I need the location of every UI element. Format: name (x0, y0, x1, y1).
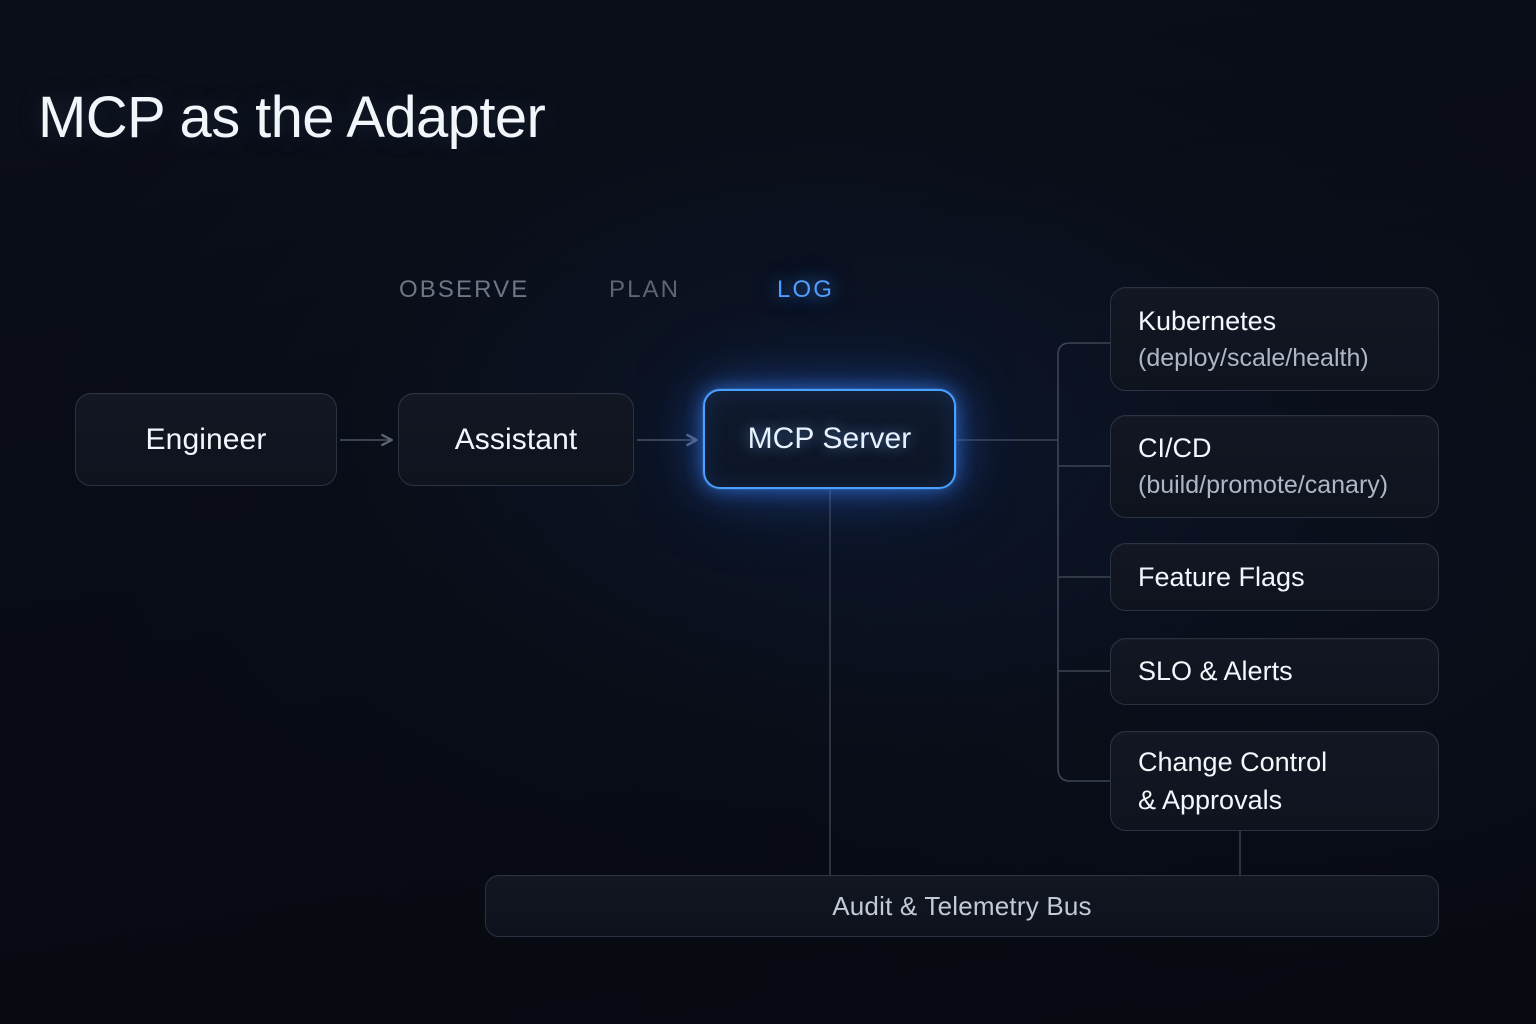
service-card-subtitle: (deploy/scale/health) (1138, 343, 1369, 372)
audit-telemetry-bus-label: Audit & Telemetry Bus (832, 890, 1092, 921)
node-assistant-label: Assistant (454, 422, 578, 456)
node-assistant[interactable]: Assistant (398, 393, 634, 486)
service-card-title: Feature Flags (1138, 561, 1305, 592)
node-mcp-server[interactable]: MCP Server (703, 389, 956, 489)
service-card-cicd[interactable]: CI/CD (build/promote/canary) (1110, 415, 1439, 518)
stage-label-observe: OBSERVE (399, 276, 530, 303)
audit-telemetry-bus[interactable]: Audit & Telemetry Bus (485, 875, 1439, 937)
node-engineer[interactable]: Engineer (75, 393, 337, 486)
service-card-kubernetes[interactable]: Kubernetes (deploy/scale/health) (1110, 287, 1439, 391)
node-engineer-label: Engineer (145, 422, 267, 456)
page-title: MCP as the Adapter (38, 85, 546, 150)
service-card-title-line2: & Approvals (1138, 785, 1283, 815)
service-card-title: Change Control (1138, 747, 1328, 777)
service-card-change-control[interactable]: Change Control & Approvals (1110, 731, 1439, 831)
service-card-feature-flags[interactable]: Feature Flags (1110, 543, 1439, 611)
node-mcp-server-label: MCP Server (747, 422, 912, 455)
stage-label-log: LOG (777, 276, 834, 303)
service-card-slo-alerts[interactable]: SLO & Alerts (1110, 638, 1439, 705)
service-card-title: CI/CD (1138, 433, 1212, 463)
stage-label-plan: PLAN (609, 276, 681, 303)
service-card-title: SLO & Alerts (1138, 656, 1293, 686)
service-card-subtitle: (build/promote/canary) (1138, 471, 1389, 499)
service-card-title: Kubernetes (1138, 305, 1277, 336)
service-spine (1057, 342, 1110, 782)
